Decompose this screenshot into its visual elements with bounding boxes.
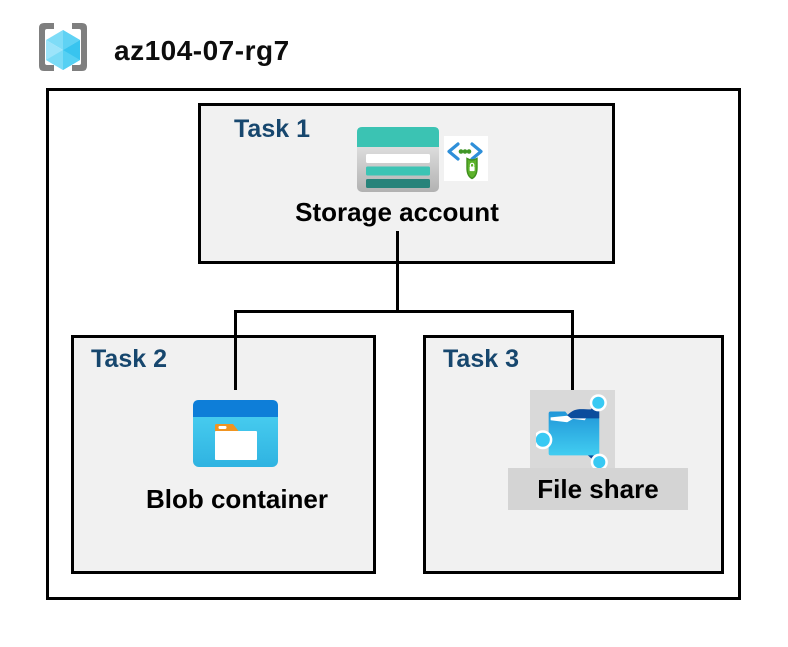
task1-label: Task 1 [234, 115, 310, 143]
task2-label: Task 2 [91, 345, 167, 373]
blob-container-label: Blob container [145, 484, 328, 514]
file-share-icon [536, 394, 608, 468]
sas-shield-icon [444, 136, 488, 181]
resource-group-name: az104-07-rg7 [114, 35, 290, 66]
blob-container-icon [193, 400, 278, 467]
storage-account-icon [357, 127, 439, 192]
task3-label: Task 3 [443, 345, 519, 373]
resource-group-icon [39, 23, 87, 71]
file-share-label: File share [537, 473, 659, 504]
resource-group-header: az104-07-rg7 [34, 18, 290, 76]
file-share-label-highlight: File share [508, 468, 688, 510]
storage-account-label: Storage account [295, 197, 499, 227]
